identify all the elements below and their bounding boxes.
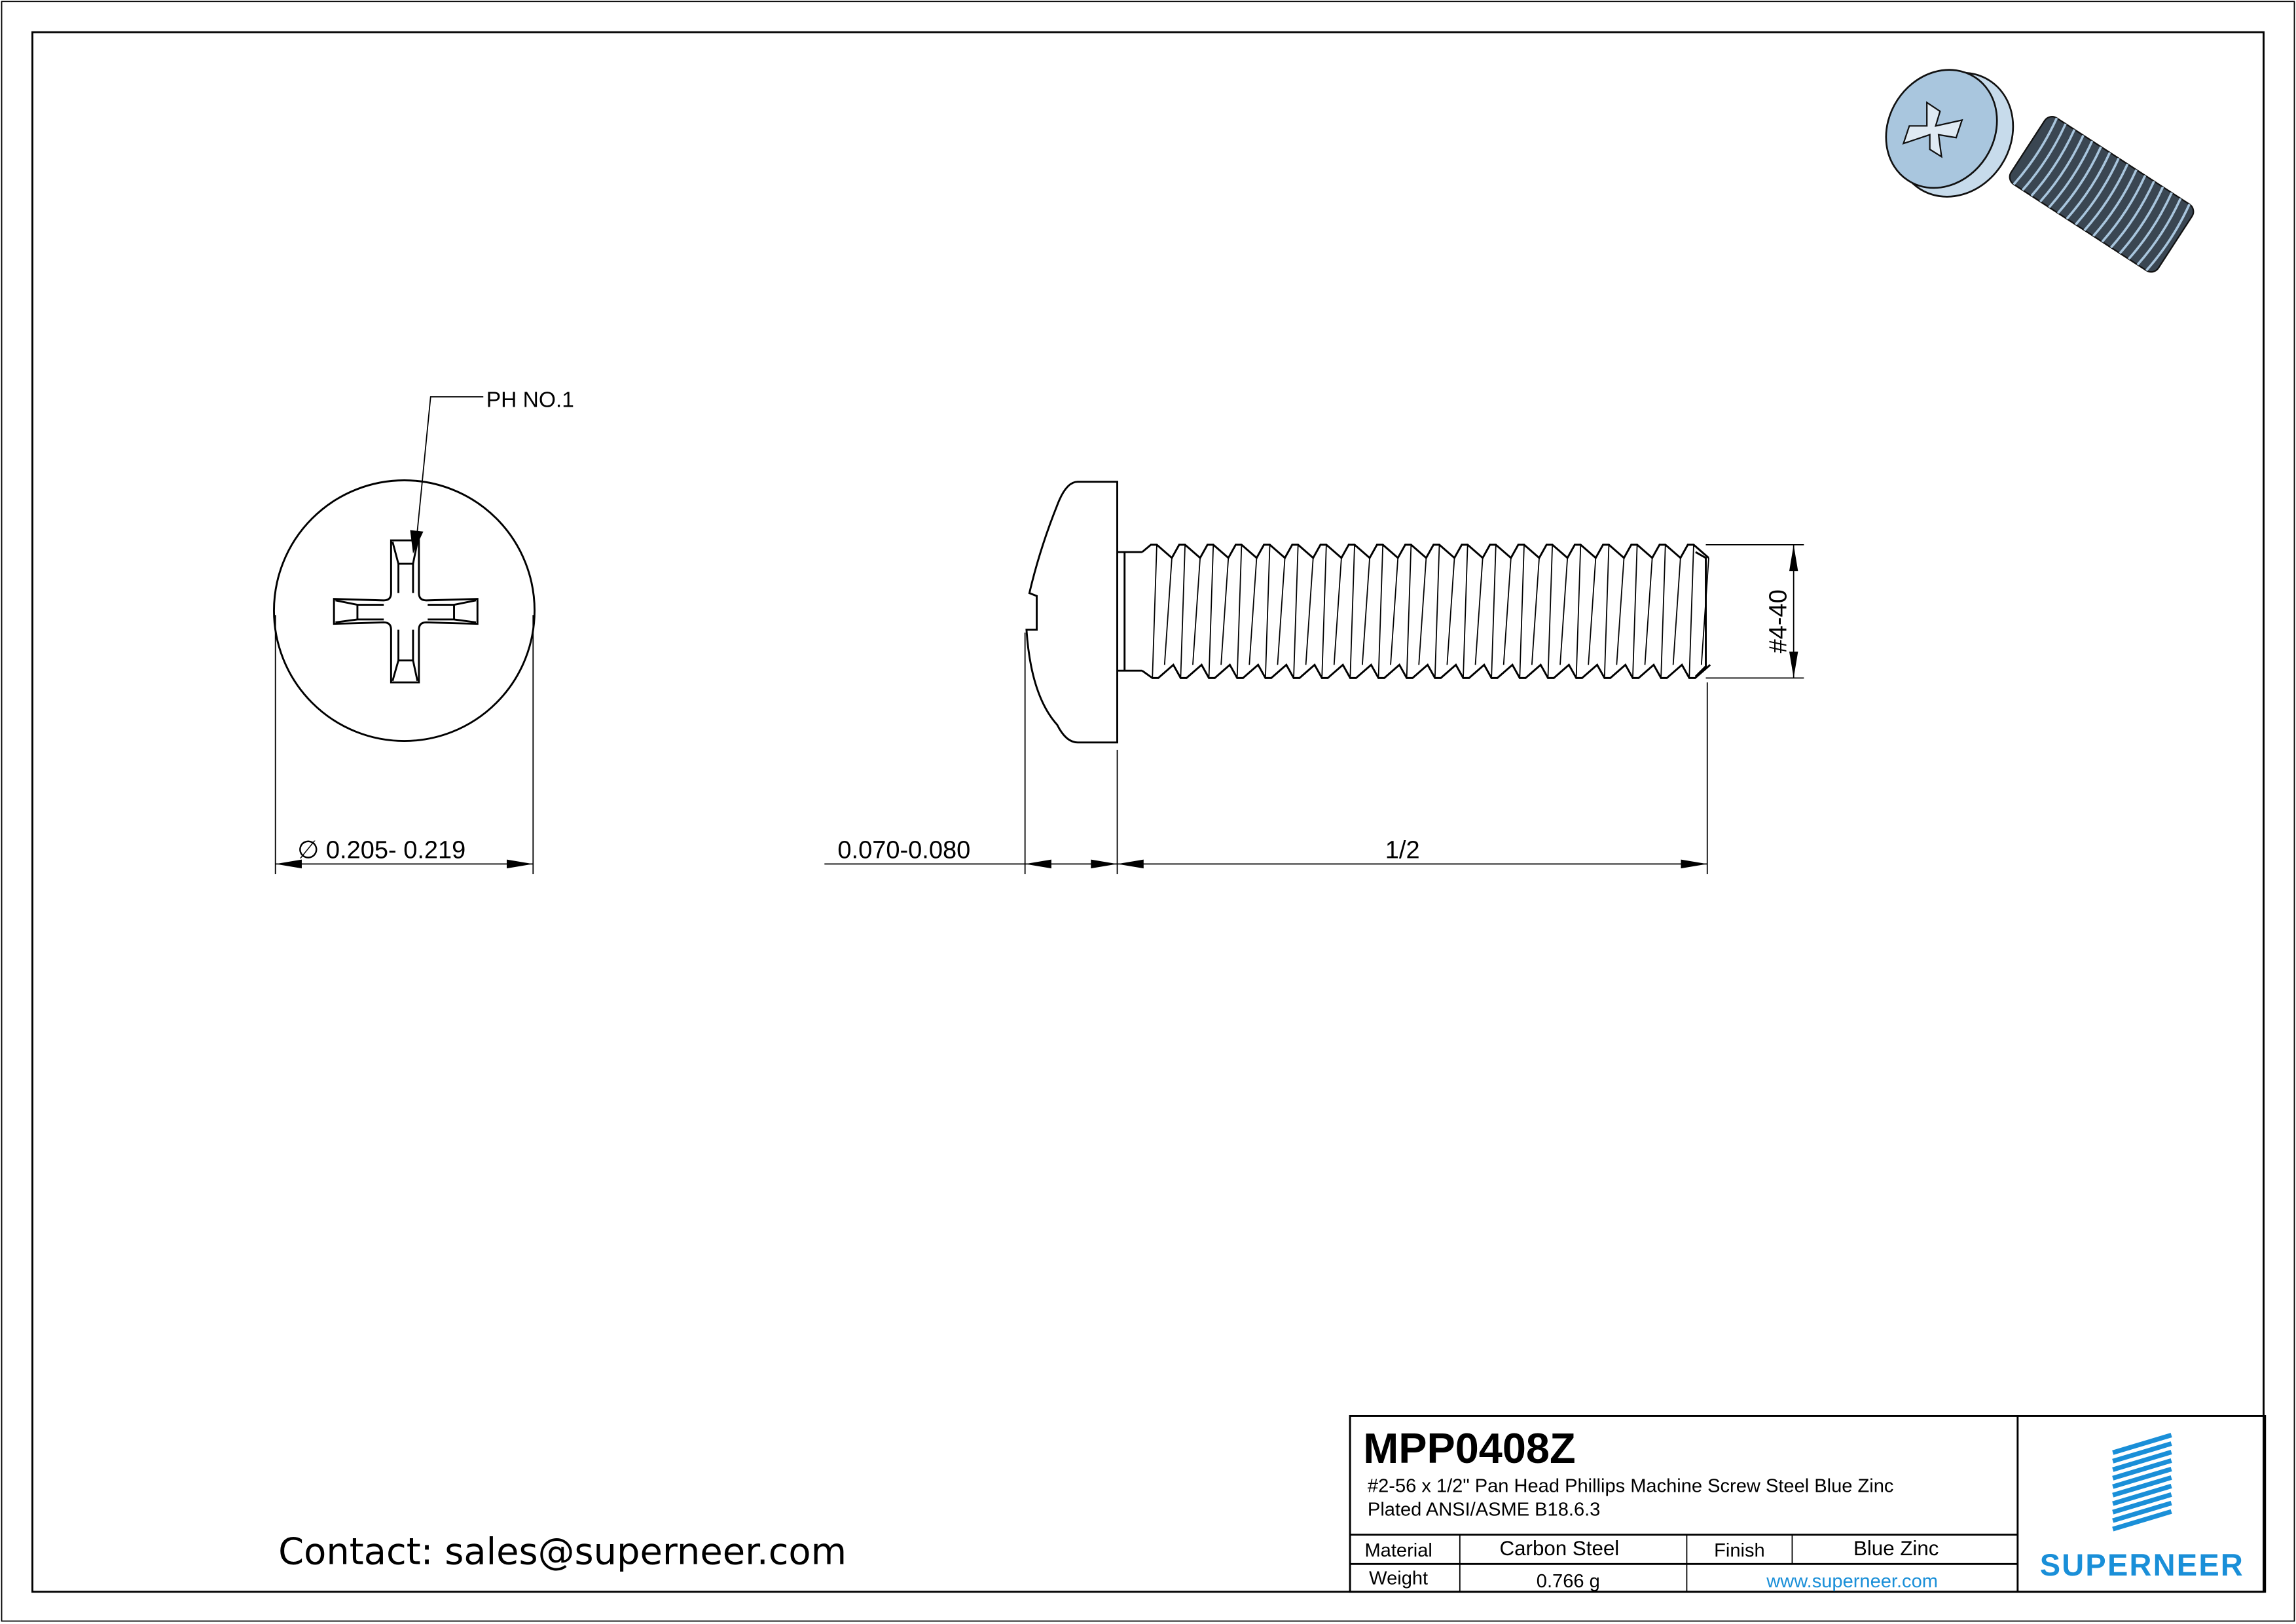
thread-line — [1152, 544, 1709, 678]
thread-ridge — [2083, 163, 2129, 231]
head-profile — [1025, 481, 1118, 744]
logo-stripe — [2112, 1441, 2172, 1464]
weight-label: Weight — [1369, 1568, 1428, 1589]
head-outline — [273, 479, 536, 742]
thread-ridge — [2030, 129, 2076, 197]
dim-arrow — [1025, 859, 1707, 869]
description-line-2: Plated ANSI/ASME B18.6.3 — [1368, 1500, 1600, 1521]
thread-end — [1694, 551, 1707, 678]
thread-ridge — [2013, 117, 2058, 185]
contact-text: Contact: sales@superneer.com — [278, 1530, 847, 1573]
logo-stripe — [2112, 1483, 2172, 1506]
weight-value: 0.766 g — [1537, 1571, 1600, 1592]
inner-border — [31, 31, 2265, 1593]
thread-line — [1141, 663, 1711, 679]
thread-ridge — [2048, 140, 2094, 208]
thread-ridge — [2101, 175, 2147, 243]
part-number: MPP0408Z — [1363, 1424, 1575, 1472]
callout-arrow — [410, 530, 424, 554]
diameter-dimension: ∅ 0.205- 0.219 — [297, 836, 465, 864]
thread-dimension: #4-40 — [1765, 589, 1793, 653]
material-value: Carbon Steel — [1500, 1537, 1620, 1560]
thread-ridge — [2128, 192, 2173, 260]
callout-leader — [415, 396, 484, 545]
thread-line — [1141, 544, 1709, 560]
material-label: Material — [1364, 1540, 1432, 1561]
dim-arrow — [275, 859, 534, 869]
website-link[interactable]: www.superneer.com — [1766, 1571, 1938, 1592]
thread-ridge — [2066, 152, 2111, 220]
logo-stripe — [2112, 1475, 2172, 1498]
logo-stripe — [2112, 1458, 2172, 1481]
thread-ridge — [2092, 169, 2138, 237]
title-block: MPP0408Z #2-56 x 1/2" Pan Head Phillips … — [1349, 1414, 2267, 1593]
thread-ridge — [2075, 157, 2120, 226]
side-view: #4-40 0.070-0.080 1/2 — [824, 481, 1804, 875]
description-line-1: #2-56 x 1/2" Pan Head Phillips Machine S… — [1368, 1476, 1894, 1497]
thread-ridge — [2057, 146, 2102, 214]
phillips-recess-icon — [333, 539, 479, 684]
phillips-size-callout: PH NO.1 — [486, 388, 574, 413]
superneer-logo-icon — [2112, 1433, 2172, 1532]
finish-value: Blue Zinc — [1853, 1537, 1939, 1560]
thread-ridge — [2119, 186, 2164, 254]
thread-profile — [1141, 544, 1711, 679]
thread-ridge — [2136, 198, 2182, 266]
head-height-dimension: 0.070-0.080 — [837, 836, 970, 864]
logo-stripe — [2112, 1509, 2172, 1532]
logo-stripe — [2112, 1450, 2172, 1472]
top-view: PH NO.1 ∅ 0.205- 0.219 — [273, 388, 574, 875]
logo-stripe — [2112, 1492, 2172, 1515]
thread-ridge — [2110, 181, 2155, 249]
thread-ridge — [2039, 134, 2085, 203]
phillips-recess-icon — [1902, 101, 1963, 158]
shank-neck — [1117, 551, 1142, 672]
length-dimension: 1/2 — [1385, 836, 1420, 864]
logo-stripe — [2112, 1466, 2172, 1489]
logo-stripe — [2112, 1433, 2172, 1455]
finish-label: Finish — [1714, 1540, 1765, 1561]
brand-name: SUPERNEER — [2040, 1547, 2244, 1582]
logo-stripe — [2112, 1500, 2172, 1523]
thread-ridge — [2145, 204, 2191, 272]
screw-3d-render — [1885, 69, 2195, 273]
thread-ridge — [2022, 123, 2067, 191]
